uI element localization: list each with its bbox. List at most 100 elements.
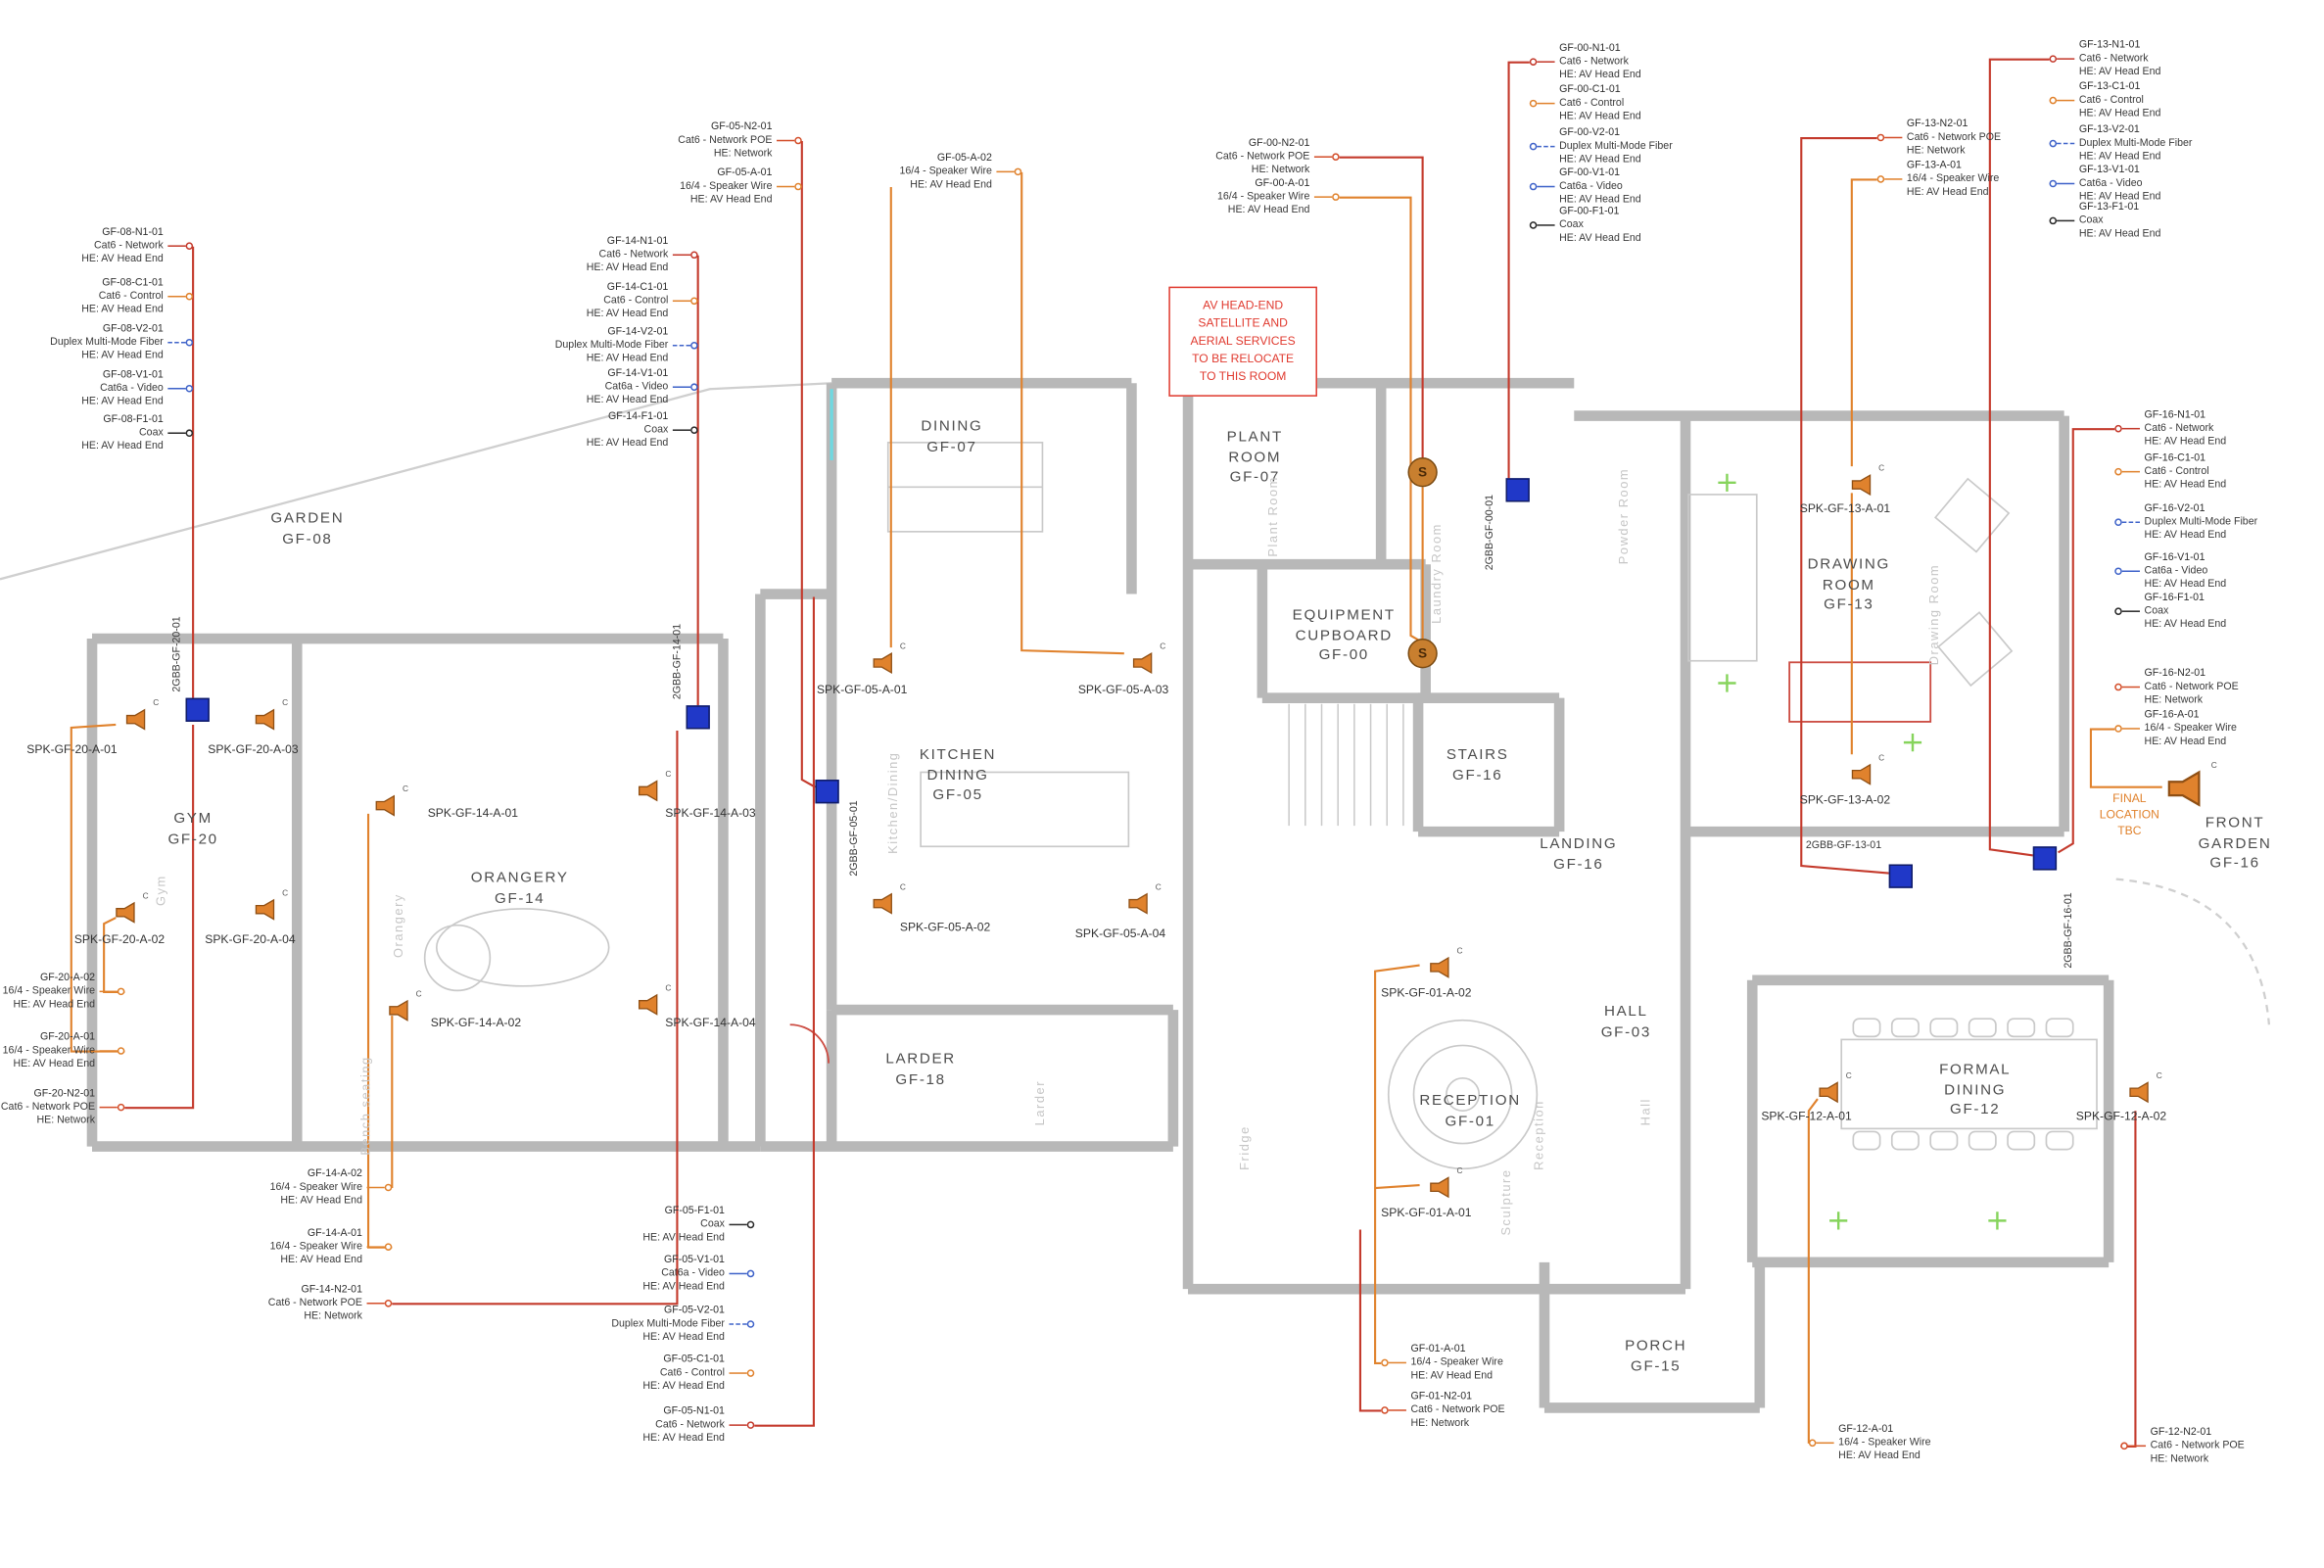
speaker-icon[interactable]: C [116,892,149,924]
keypad-icon[interactable] [2032,846,2058,871]
cable-callout[interactable]: GF-00-V2-01 Duplex Multi-Mode Fiber HE: … [1529,126,1673,167]
cable-callout[interactable]: GF-05-A-02 16/4 - Speaker Wire HE: AV He… [899,152,1022,193]
cable-callout[interactable]: GF-16-N1-01 Cat6 - Network HE: AV Head E… [2114,408,2226,450]
speaker-icon[interactable]: C [1430,1167,1463,1199]
speaker-icon[interactable]: C [2129,1072,2162,1104]
leader-line [672,255,691,257]
speaker-icon[interactable]: C [638,771,671,802]
cable-callout[interactable]: GF-13-F1-01 Coax HE: AV Head End [2049,201,2160,242]
cable-callout[interactable]: GF-16-N2-01 Cat6 - Network POE HE: Netwo… [2114,667,2239,708]
cable-callout[interactable]: GF-16-C1-01 Cat6 - Control HE: AV Head E… [2114,451,2226,493]
cable-callout[interactable]: GF-13-N2-01 Cat6 - Network POE HE: Netwo… [1876,118,2001,159]
cable-callout[interactable]: GF-14-A-01 16/4 - Speaker Wire HE: AV He… [270,1227,393,1268]
leader-pin [729,1320,755,1329]
cable-callout[interactable]: GF-05-C1-01 Cat6 - Control HE: AV Head E… [642,1354,755,1395]
cable-callout[interactable]: GF-13-V2-01 Duplex Multi-Mode Fiber HE: … [2049,123,2192,165]
cable-callout[interactable]: GF-14-F1-01 Coax HE: AV Head End [587,410,698,451]
leader-pin [1808,1440,1834,1448]
cable-callout[interactable]: GF-14-V1-01 Cat6a - Video HE: AV Head En… [587,367,698,408]
cable-callout[interactable]: GF-13-V1-01 Cat6a - Video HE: AV Head En… [2049,164,2160,205]
speaker-label: SPK-GF-05-A-02 [899,921,991,934]
cable-callout[interactable]: GF-14-N2-01 Cat6 - Network POE HE: Netwo… [268,1283,393,1324]
speaker-icon[interactable]: C [1851,754,1884,785]
cable-callout[interactable]: GF-12-A-01 16/4 - Speaker Wire HE: AV He… [1808,1423,1931,1464]
cable-callout[interactable]: GF-14-V2-01 Duplex Multi-Mode Fiber HE: … [555,325,698,366]
speaker-horn-icon [2167,770,2201,807]
cable-callout[interactable]: GF-20-N2-01 Cat6 - Network POE HE: Netwo… [1,1087,125,1128]
keypad-icon[interactable] [1888,864,1913,888]
keypad-label: 2GBB-GF-16-01 [2063,892,2075,969]
leader-pin [366,1300,393,1308]
satellite-icon[interactable]: S [1407,639,1438,669]
speaker-icon[interactable]: C [389,990,422,1022]
callout-text: GF-01-A-01 16/4 - Speaker Wire HE: AV He… [1410,1343,1502,1384]
cable-type: Coax [700,1219,725,1231]
callout-text: GF-05-V1-01 Cat6a - Video HE: AV Head En… [642,1254,725,1295]
cable-id: GF-14-N1-01 [606,236,669,247]
keypad-icon[interactable] [686,705,710,730]
speaker-icon[interactable]: C [1132,643,1165,675]
cable-callout[interactable]: GF-00-N2-01 Cat6 - Network POE HE: Netwo… [1215,137,1340,178]
cable-run [1988,58,2050,857]
cable-callout[interactable]: GF-16-V1-01 Cat6a - Video HE: AV Head En… [2114,551,2226,593]
cable-callout[interactable]: GF-14-N1-01 Cat6 - Network HE: AV Head E… [587,235,698,276]
speaker-icon[interactable]: C [1430,947,1463,978]
cable-callout[interactable]: GF-00-V1-01 Cat6a - Video HE: AV Head En… [1529,166,1641,208]
cable-id: GF-08-V1-01 [102,369,164,381]
satellite-letter: S [1418,645,1428,661]
speaker-horn-icon [638,780,658,802]
cable-callout[interactable]: GF-05-A-01 16/4 - Speaker Wire HE: AV He… [680,166,802,208]
cable-callout[interactable]: GF-08-C1-01 Cat6 - Control HE: AV Head E… [81,276,194,317]
cable-callout[interactable]: GF-08-N1-01 Cat6 - Network HE: AV Head E… [81,226,194,267]
cable-callout[interactable]: GF-01-N2-01 Cat6 - Network POE HE: Netwo… [1381,1390,1505,1431]
leader-line [729,1424,747,1427]
cable-callout[interactable]: GF-05-N1-01 Cat6 - Network HE: AV Head E… [642,1405,755,1447]
cable-run [124,724,195,1110]
cable-headend: HE: Network [36,1116,96,1127]
cable-callout[interactable]: GF-05-V1-01 Cat6a - Video HE: AV Head En… [642,1254,755,1295]
cable-callout[interactable]: GF-16-F1-01 Coax HE: AV Head End [2114,592,2226,633]
cable-callout[interactable]: GF-08-V2-01 Duplex Multi-Mode Fiber HE: … [50,322,194,363]
cable-callout[interactable]: GF-00-N1-01 Cat6 - Network HE: AV Head E… [1529,42,1641,83]
cable-callout[interactable]: GF-08-F1-01 Coax HE: AV Head End [81,413,194,454]
callout-text: GF-16-C1-01 Cat6 - Control HE: AV Head E… [2145,451,2227,493]
cable-callout[interactable]: GF-00-A-01 16/4 - Speaker Wire HE: AV He… [1217,177,1340,218]
callout-text: GF-00-A-01 16/4 - Speaker Wire HE: AV He… [1217,177,1309,218]
cable-callout[interactable]: GF-14-C1-01 Cat6 - Control HE: AV Head E… [587,281,698,322]
cable-callout[interactable]: GF-12-N2-01 Cat6 - Network POE HE: Netwo… [2120,1426,2245,1467]
room-label-line: DRAWING [1807,556,1891,574]
cable-callout[interactable]: GF-16-V2-01 Duplex Multi-Mode Fiber HE: … [2114,502,2257,544]
keypad-icon[interactable] [185,697,210,722]
cable-callout[interactable]: GF-13-A-01 16/4 - Speaker Wire HE: AV He… [1876,159,1999,200]
cable-callout[interactable]: GF-13-C1-01 Cat6 - Control HE: AV Head E… [2049,80,2160,121]
speaker-icon[interactable]: C [1128,883,1162,915]
speaker-icon[interactable]: C [255,889,288,921]
cable-callout[interactable]: GF-14-A-02 16/4 - Speaker Wire HE: AV He… [270,1167,393,1209]
cable-callout[interactable]: GF-05-V2-01 Duplex Multi-Mode Fiber HE: … [611,1305,755,1346]
speaker-icon[interactable]: C [873,883,906,915]
speaker-icon[interactable]: C [125,699,159,731]
speaker-icon[interactable]: C [638,984,671,1016]
cable-callout[interactable]: GF-20-A-01 16/4 - Speaker Wire HE: AV He… [3,1031,125,1072]
speaker-icon[interactable]: C [2167,762,2217,807]
cable-callout[interactable]: GF-00-C1-01 Cat6 - Control HE: AV Head E… [1529,83,1641,124]
terminal-circle-icon [690,342,698,351]
cable-callout[interactable]: GF-13-N1-01 Cat6 - Network HE: AV Head E… [2049,39,2160,80]
speaker-icon[interactable]: C [873,643,906,675]
cable-id: GF-00-N2-01 [1248,138,1310,149]
cable-callout[interactable]: GF-20-A-02 16/4 - Speaker Wire HE: AV He… [3,972,125,1013]
keypad-icon[interactable] [1505,478,1530,502]
cable-callout[interactable]: GF-05-F1-01 Coax HE: AV Head End [642,1205,755,1246]
keypad-icon[interactable] [815,780,839,804]
cable-callout[interactable]: GF-16-A-01 16/4 - Speaker Wire HE: AV He… [2114,709,2237,750]
cable-callout[interactable]: GF-00-F1-01 Coax HE: AV Head End [1529,205,1641,246]
speaker-icon[interactable]: C [255,699,288,731]
cable-callout[interactable]: GF-01-A-01 16/4 - Speaker Wire HE: AV He… [1381,1343,1503,1384]
speaker-icon[interactable]: C [375,785,408,817]
speaker-icon[interactable]: C [1851,465,1884,497]
speaker-icon[interactable]: C [1819,1072,1852,1104]
cable-callout[interactable]: GF-05-N2-01 Cat6 - Network POE HE: Netwo… [678,120,802,162]
satellite-icon[interactable]: S [1407,457,1438,488]
cable-callout[interactable]: GF-08-V1-01 Cat6a - Video HE: AV Head En… [81,368,194,409]
